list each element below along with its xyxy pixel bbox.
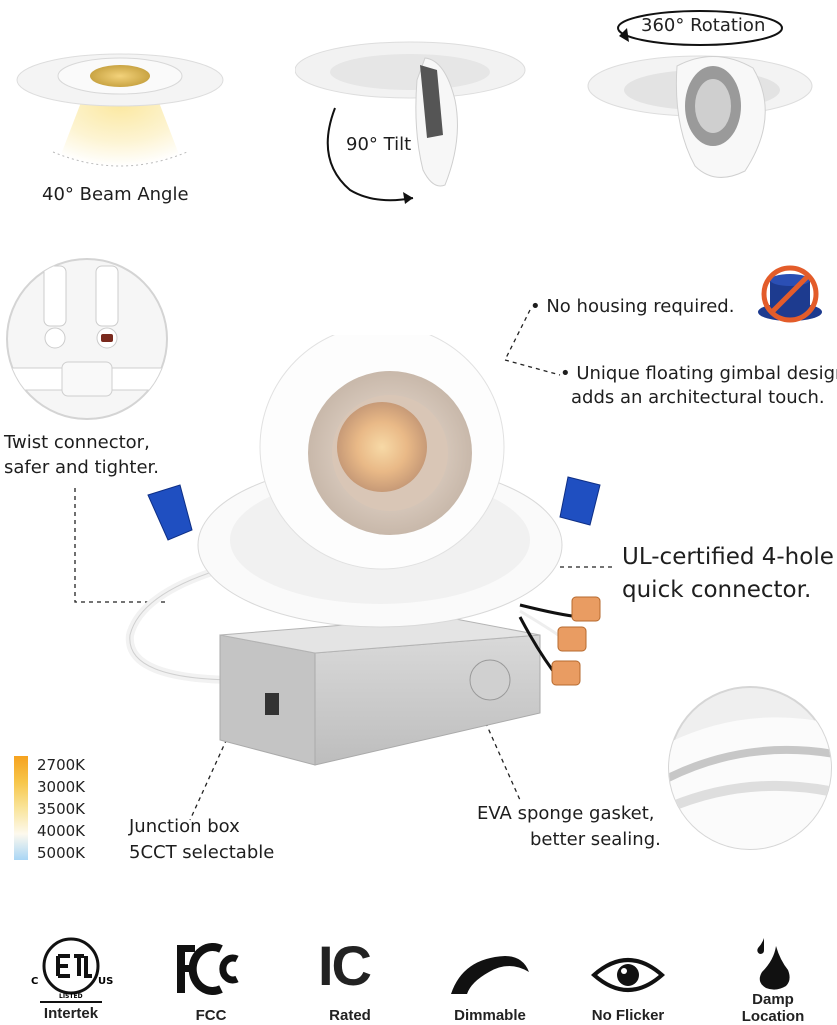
etl-mark-listed: LISTED — [59, 993, 83, 1000]
gasket-closeup-photo — [666, 684, 834, 852]
dimmable-label: Dimmable — [454, 1007, 526, 1024]
rated-label: Rated — [329, 1007, 371, 1024]
cct-option: 3500K — [37, 800, 86, 818]
no-housing-label: • No housing required. — [530, 296, 735, 317]
no-housing-text: No housing required. — [546, 296, 735, 317]
gimbal-line2: adds an architectural touch. — [571, 387, 825, 408]
etl-listed-icon: C US LISTED — [28, 932, 114, 1004]
cct-color-bar — [14, 756, 28, 860]
twist-line1: Twist connector, — [4, 432, 150, 453]
eva-line2: better sealing. — [530, 829, 661, 850]
twist-line2: safer and tighter. — [4, 457, 160, 478]
tilt-label: 90° Tilt — [346, 134, 412, 155]
junction-box-line2: 5CCT selectable — [129, 842, 275, 863]
gimbal-text-line1: Unique floating gimbal design — [576, 363, 837, 384]
eva-line1: EVA sponge gasket, — [477, 803, 655, 824]
etl-mark-c: C — [31, 976, 38, 987]
beam-angle-label: 40° Beam Angle — [42, 184, 189, 205]
gimbal-line1: • Unique floating gimbal design — [560, 363, 837, 384]
eye-icon — [590, 953, 666, 997]
junction-box-line1: Junction box — [129, 816, 240, 837]
no-flicker-label: No Flicker — [591, 1007, 665, 1024]
no-housing-icon — [754, 264, 826, 326]
tilt-illustration — [294, 40, 530, 210]
twist-connector-photo — [4, 256, 170, 422]
ul-line1: UL-certified 4-hole — [622, 544, 834, 570]
cct-option: 2700K — [37, 756, 86, 774]
cct-option: 5000K — [37, 844, 86, 862]
ic-icon: IC — [318, 934, 372, 997]
damp-label-line2: Location — [741, 1008, 805, 1025]
intertek-label: Intertek — [43, 1005, 99, 1022]
beam-angle-illustration — [15, 30, 225, 180]
damp-label-line1: Damp — [752, 991, 794, 1008]
dimmable-icon — [449, 954, 531, 996]
etl-mark-us: US — [98, 976, 113, 987]
product-downlight-photo — [120, 324, 640, 775]
cct-options-list: 2700K 3000K 3500K 4000K 5000K — [37, 754, 85, 864]
ul-line2: quick connector. — [622, 577, 812, 603]
rotation-label: 360° Rotation — [641, 15, 766, 36]
fcc-label: FCC — [195, 1007, 227, 1024]
fcc-icon — [175, 943, 247, 995]
rotation-illustration — [585, 6, 815, 186]
cct-option: 3000K — [37, 778, 86, 796]
damp-location-label: Damp Location — [718, 991, 828, 1025]
water-drop-icon — [752, 936, 794, 990]
cct-option: 4000K — [37, 822, 86, 840]
